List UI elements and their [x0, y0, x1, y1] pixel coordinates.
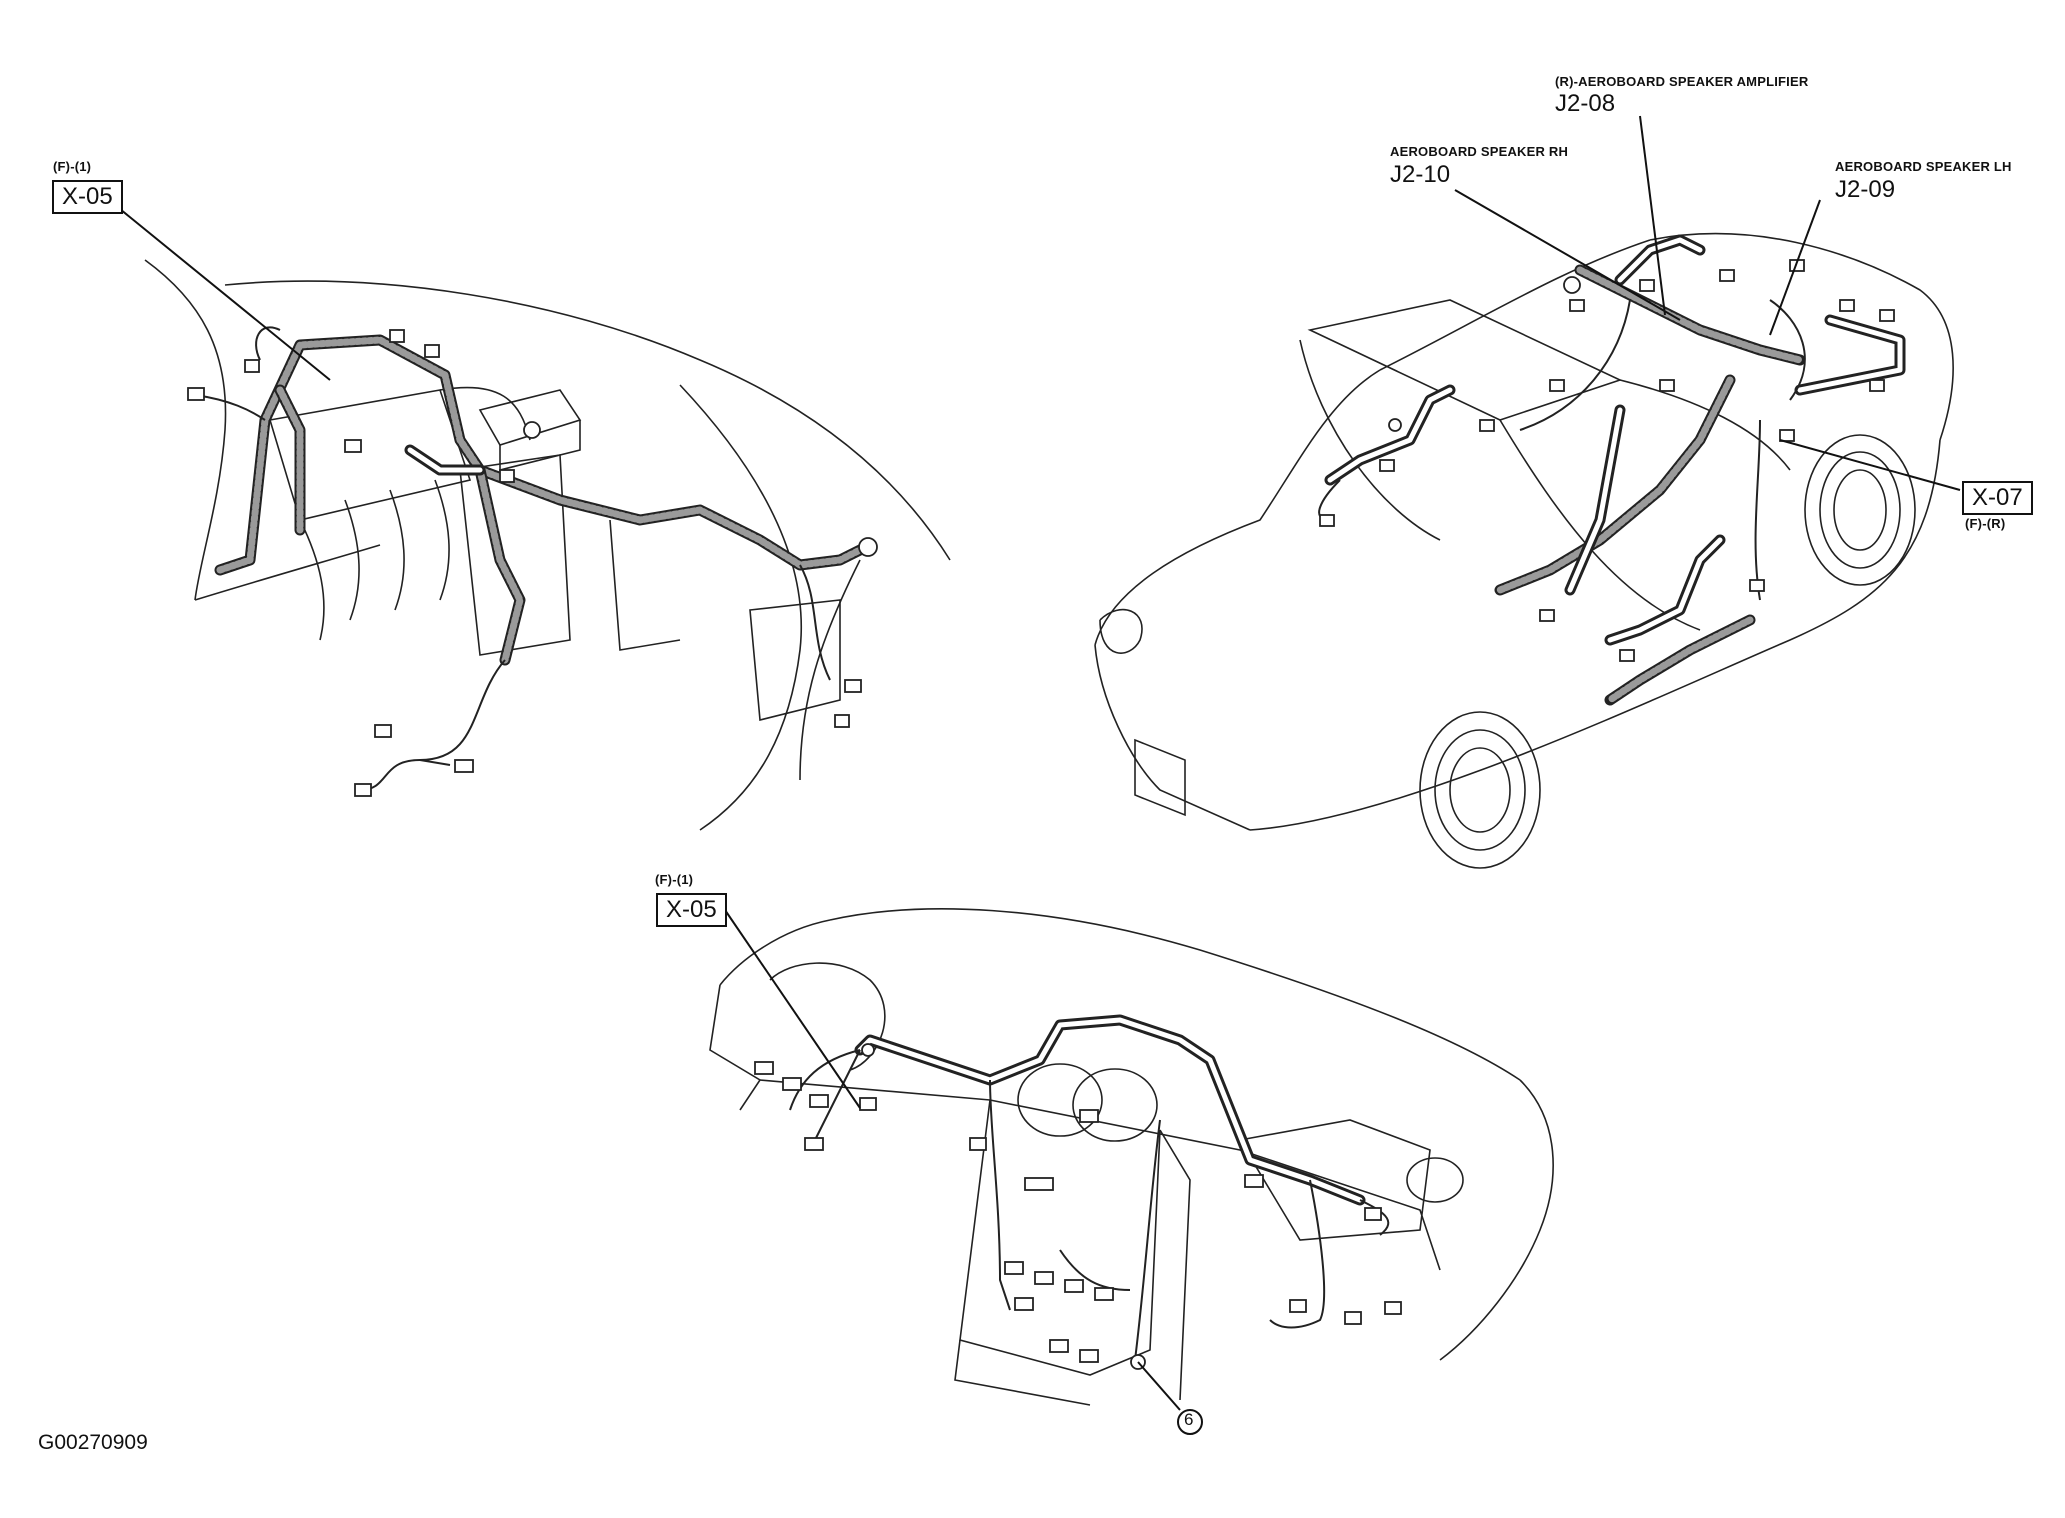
j2-10-name: AEROBOARD SPEAKER RH: [1390, 144, 1569, 159]
j2-08-name: (R)-AEROBOARD SPEAKER AMPLIFIER: [1555, 74, 1809, 89]
engine-x05-code: X-05: [52, 180, 123, 214]
figure-id: G00270909: [38, 1431, 148, 1454]
j2-10-code: J2-10: [1390, 161, 1451, 188]
dashboard-view: [709, 908, 1554, 1435]
vehicle-view: [1094, 115, 1961, 869]
vehicle-x07-code: X-07: [1962, 481, 2033, 515]
j2-08-code: J2-08: [1555, 90, 1616, 117]
dash-x05-code: X-05: [656, 893, 727, 927]
engine-bay-view: [114, 204, 951, 831]
engine-x05-location: (F)-(1): [53, 159, 92, 174]
vehicle-x07-location: (F)-(R): [1965, 516, 2006, 531]
dash-x05-location: (F)-(1): [655, 872, 694, 887]
j2-09-name: AEROBOARD SPEAKER LH: [1835, 159, 2012, 174]
j2-09-code: J2-09: [1835, 176, 1896, 203]
ground-ref-6: 6: [1184, 1410, 1194, 1429]
